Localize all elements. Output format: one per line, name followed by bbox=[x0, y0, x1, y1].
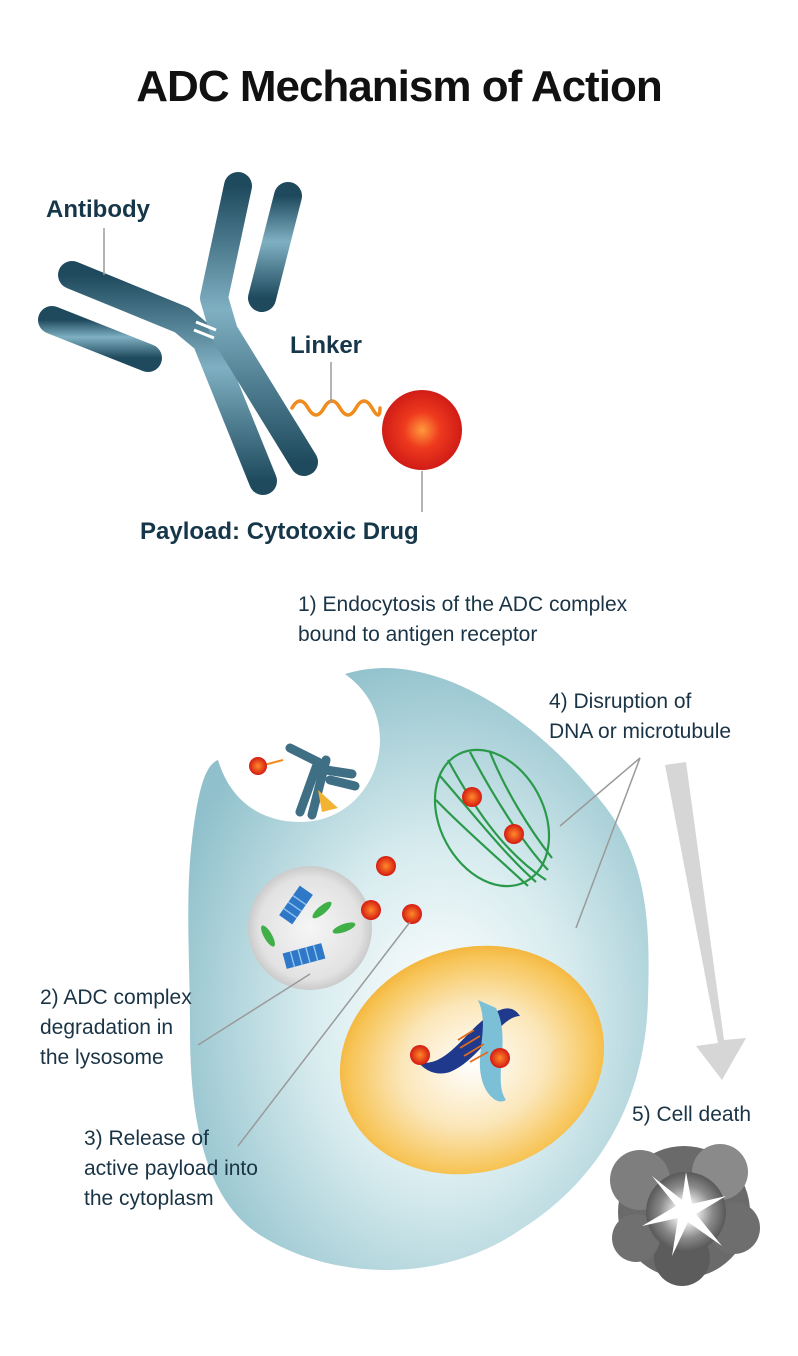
step-4-label: 4) Disruption of DNA or microtubule bbox=[549, 690, 732, 743]
drug-molecule-icon bbox=[361, 900, 381, 920]
drug-molecule-icon bbox=[402, 904, 422, 924]
dead-cell-icon bbox=[610, 1144, 760, 1286]
dna-icon bbox=[410, 1000, 520, 1102]
payload-label: Payload: Cytotoxic Drug bbox=[140, 518, 419, 545]
step-2-label: 2) ADC complex degradation in the lysoso… bbox=[40, 986, 192, 1069]
antibody-label: Antibody bbox=[46, 196, 150, 223]
drug-molecule-icon bbox=[462, 787, 482, 807]
linker-label: Linker bbox=[290, 332, 363, 359]
step-3-label: 3) Release of active payload into the cy… bbox=[84, 1127, 258, 1210]
arrow-to-cell-death bbox=[665, 762, 746, 1080]
drug-molecule-icon bbox=[376, 856, 396, 876]
linker-icon bbox=[290, 399, 382, 417]
drug-molecule-icon bbox=[504, 824, 524, 844]
internalized-adc-icon bbox=[249, 743, 360, 820]
microtubule-spindle-icon bbox=[433, 748, 553, 888]
step-5-label: 5) Cell death bbox=[632, 1103, 752, 1126]
lysosome-icon bbox=[248, 866, 372, 990]
antibody-icon bbox=[38, 172, 318, 495]
diagram-title: ADC Mechanism of Action bbox=[136, 62, 662, 111]
step-1-label: 1) Endocytosis of the ADC complex bound … bbox=[298, 593, 628, 646]
drug-payload-icon bbox=[382, 390, 462, 470]
